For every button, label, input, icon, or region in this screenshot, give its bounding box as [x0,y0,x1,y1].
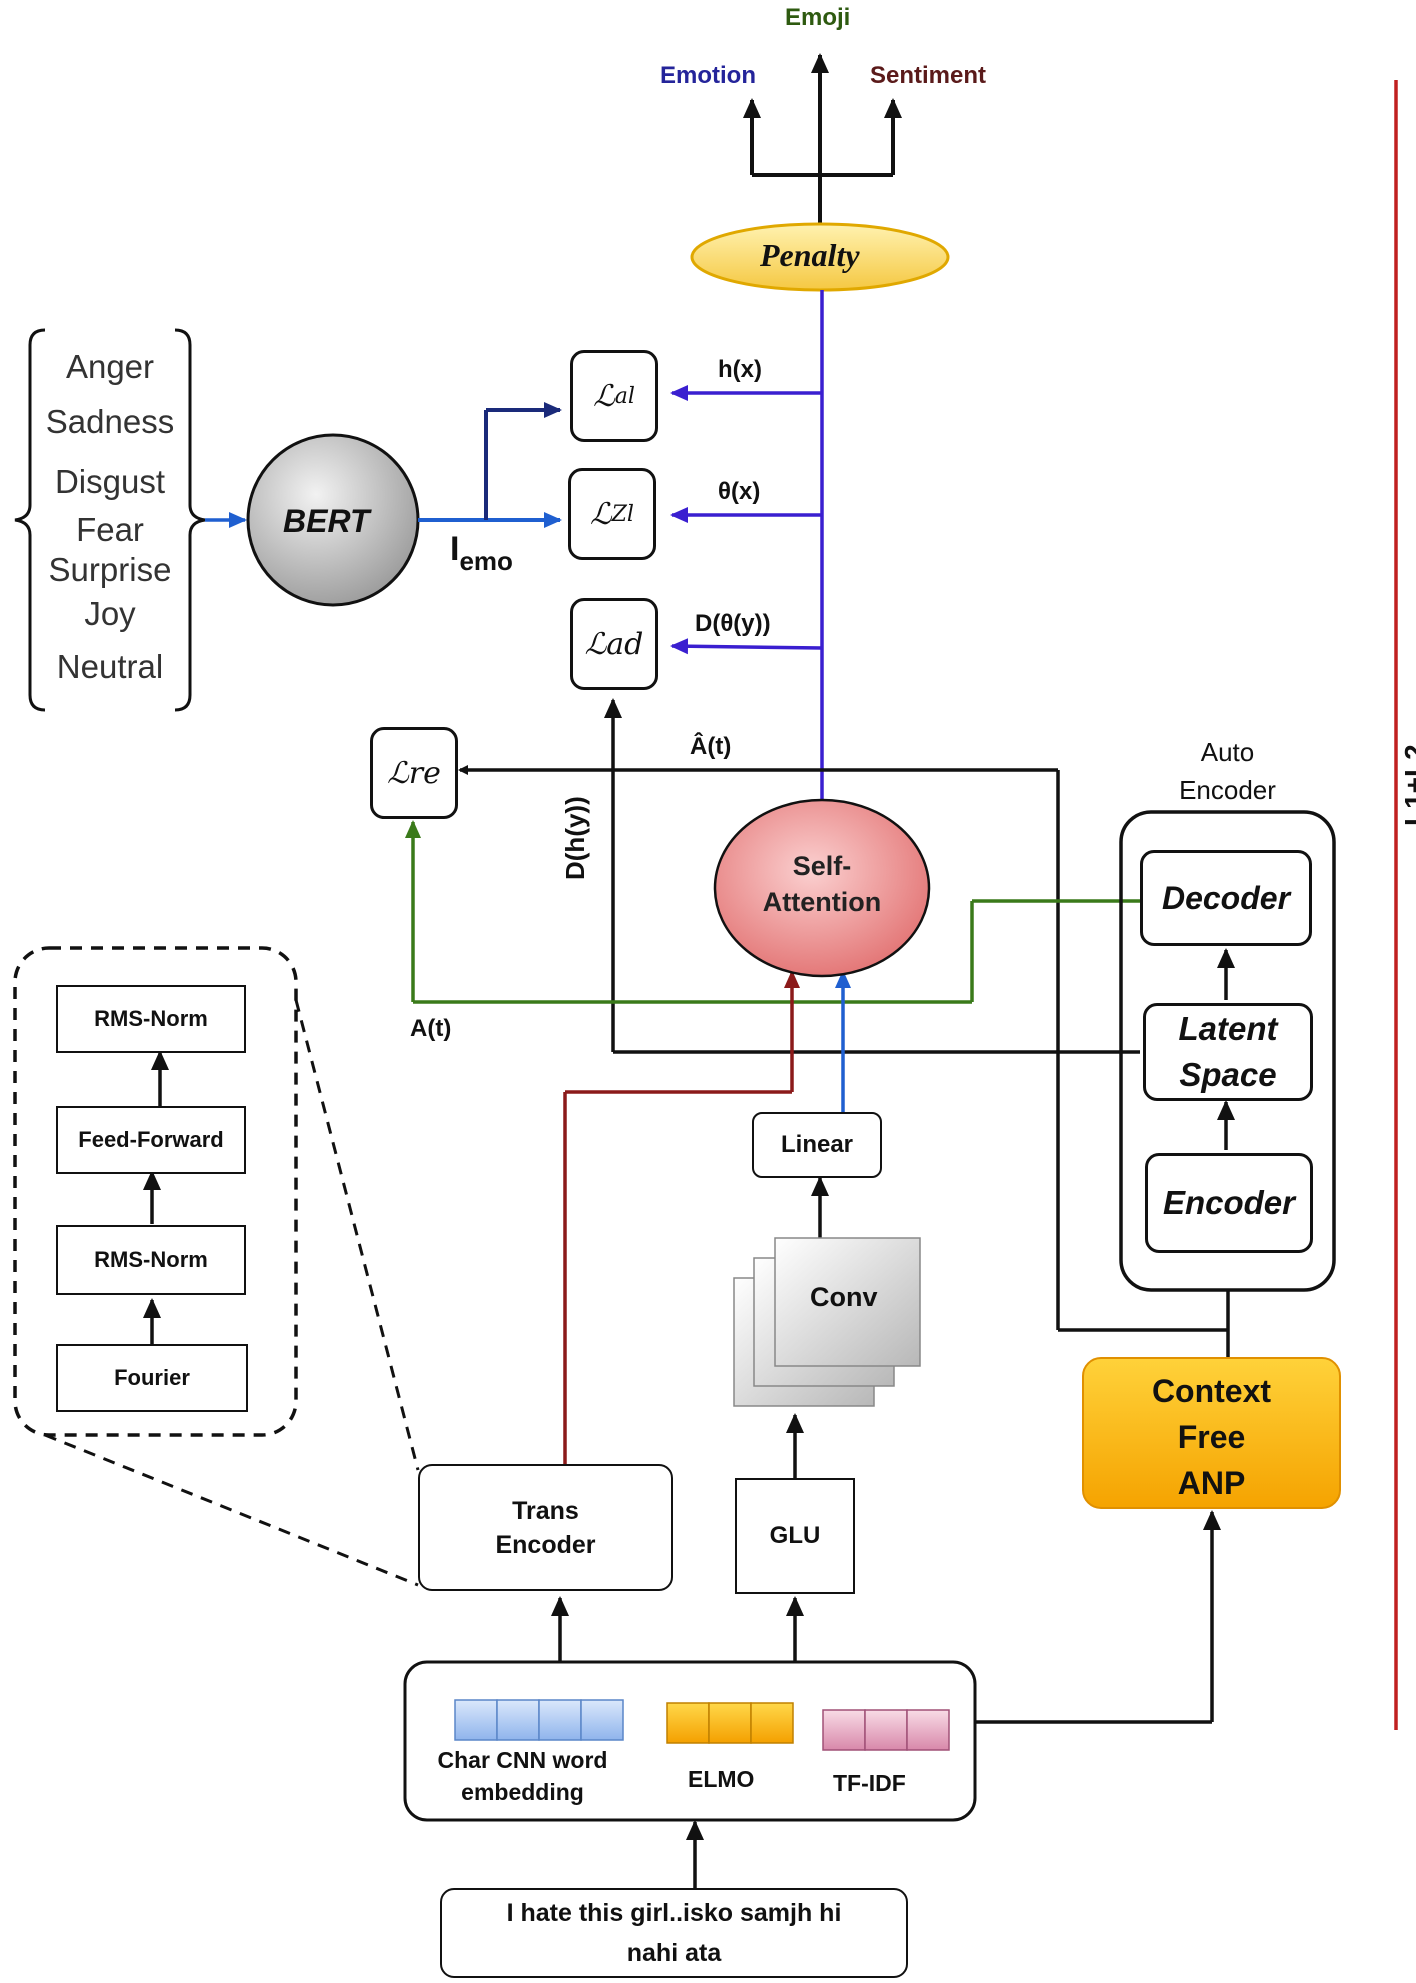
signal-hx-label: h(x) [718,356,762,383]
self-attention-node [713,798,931,978]
loss-re-symbol: ℒ [387,755,409,791]
autoencoder-container [1119,810,1336,1292]
emotion-item: Neutral [56,648,164,685]
char-embedding-line: embedding [461,1779,584,1805]
emotion-item: Anger [65,348,155,385]
signal-thetax-label: θ(x) [718,478,761,505]
rms-norm-top-box: RMS-Norm [56,985,246,1053]
bert-label: BERT [283,503,370,539]
encoder-box: Encoder [1145,1153,1313,1253]
tfidf-label: TF-IDF [833,1770,906,1796]
latent-space-line: Latent [1178,1010,1278,1047]
fourier-box: Fourier [56,1344,248,1412]
autoencoder-title-line: Auto [1200,737,1255,767]
anp-line: ANP [1177,1465,1246,1501]
loss-zl-symbol: ℒ [590,496,612,532]
elmo-label: ELMO [688,1766,755,1792]
self-attention-label: Self- Attention [722,848,922,920]
emotion-item: Fear [76,511,144,548]
anp-label: Context Free ANP [1083,1368,1340,1506]
anp-line: Free [1177,1419,1246,1455]
green-reconstruction-line [405,820,1145,1004]
latent-space-line: Space [1179,1056,1277,1093]
penalty-label: Penalty [760,237,860,273]
decoder-box: Decoder [1140,850,1312,946]
emotion-item: Joy [84,595,136,632]
detail-leader-top [294,999,420,1471]
transformer-detail-box [13,946,298,1437]
autoencoder-title-line: Encoder [1179,775,1276,805]
tfidf-cells [822,1709,950,1751]
trans-encoder-line: Encoder [495,1530,596,1559]
penalty-node [690,222,950,292]
detail-leader-bottom [44,1433,419,1587]
char-embedding-cells [454,1699,624,1741]
emotion-item: Sadness [45,403,175,440]
output-emotion-label: Emotion [660,62,756,89]
char-embedding-label: Char CNN word embedding [415,1744,630,1808]
signal-ahat-label: Â(t) [690,733,732,760]
trans-encoder-box: Trans Encoder [418,1464,673,1591]
output-tree [743,53,902,230]
signal-dthetay-label: D(θ(y)) [695,610,771,637]
linear-box: Linear [752,1112,882,1178]
self-attention-line: Self- [792,851,852,881]
emotion-item: Disgust [54,463,166,500]
signal-at-label: A(t) [410,1015,452,1042]
iemo-sub: emo [459,546,513,576]
autoencoder-title: Auto Encoder [1145,733,1310,809]
self-attention-line: Attention [762,887,882,917]
iemo-label: Iemo [450,530,513,576]
feed-forward-box: Feed-Forward [56,1106,246,1174]
conv-label: Conv [810,1282,878,1312]
anp-line: Context [1151,1373,1272,1409]
output-sentiment-label: Sentiment [870,62,987,89]
iemo-main: I [450,530,460,568]
attention-input-arrows [563,970,851,1464]
loss-al-sub: al [614,383,635,409]
conv-stack [733,1237,921,1407]
output-emoji-label: Emoji [785,4,851,31]
elmo-cells [666,1702,794,1744]
rms-norm-bottom-box: RMS-Norm [56,1225,246,1295]
input-sentence-line: nahi ata [626,1939,722,1967]
anp-node [1082,1357,1341,1509]
input-sentence-box: I hate this girl..isko samjh hi nahi ata [440,1888,908,1978]
loss-ad-symbol: ℒ [584,626,607,662]
side-loss-label: L1+L2 [1399,740,1416,830]
loss-al-symbol: ℒ [593,378,615,414]
black-connectors [143,698,1235,1888]
latent-space-box: Latent Space [1143,1003,1313,1101]
glu-box: GLU [735,1478,855,1594]
input-sentence-line: I hate this girl..isko samjh hi [506,1899,842,1927]
loss-re-sub: re [408,755,441,791]
emotion-item: Surprise [48,551,172,588]
attention-output-trunk [670,290,824,800]
loss-ad-sub: ad [606,626,644,662]
signal-dhy-label: D(h(y)) [560,796,590,880]
char-embedding-line: Char CNN word [437,1747,608,1773]
loss-zl-sub: Zl [611,501,634,527]
bert-output-arrows [418,402,562,528]
trans-encoder-line: Trans [512,1496,579,1525]
